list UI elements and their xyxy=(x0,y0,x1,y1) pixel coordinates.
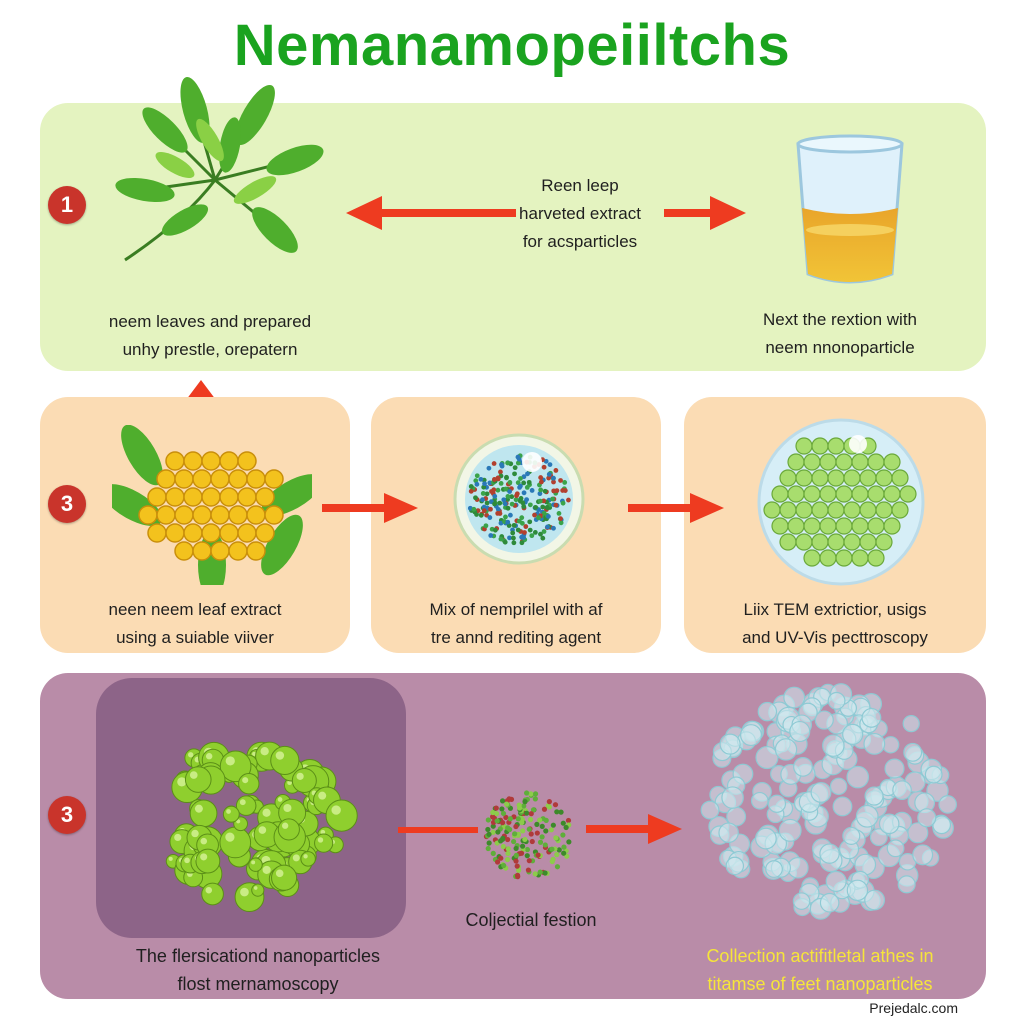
collection-caption: Collection actifitletal athes in titamse… xyxy=(706,946,934,994)
arrow-right-2a xyxy=(322,493,418,523)
extract-caption: neen neem leaf extract using a suiable v… xyxy=(108,600,282,647)
step-1-badge: 1 xyxy=(48,186,86,224)
arrow-left xyxy=(346,196,516,230)
colloid-cluster-icon xyxy=(483,790,572,880)
beaker-caption: Next the rextion with neem nnonoparticle xyxy=(762,310,917,357)
watermark: Prejedalc.com xyxy=(865,1000,962,1016)
arrow-right xyxy=(664,196,746,230)
green-nanoparticle-cluster-icon xyxy=(165,741,358,913)
extract-arrow-label: Reen leep harveted extract for acspartic… xyxy=(519,176,641,251)
leaf-extract-particles-icon xyxy=(112,425,312,585)
center-caption: Coljectial festion xyxy=(465,910,597,930)
step-3-badge: 3 xyxy=(48,796,86,834)
beaker-icon xyxy=(796,134,904,284)
reaction-dish-icon xyxy=(453,433,585,565)
tem-caption: Liix TEM extrictior, usigs and UV-Vis pe… xyxy=(742,600,928,647)
collected-nanoparticles-icon xyxy=(700,683,957,920)
cluster-caption: The flersicationd nanoparticles flost me… xyxy=(135,946,381,994)
arrow-right-3a xyxy=(398,827,478,833)
step-2-badge: 3 xyxy=(48,485,86,523)
arrow-right-2b xyxy=(628,493,724,523)
leaves-caption: neem leaves and prepared unhy prestle, o… xyxy=(108,312,312,359)
mix-caption: Mix of nemprilel with af tre annd rediti… xyxy=(429,600,603,647)
arrow-right-3b xyxy=(586,814,682,844)
page-title: Nemanamopeiiltchs xyxy=(233,13,791,78)
tem-nanoparticles-icon xyxy=(757,418,925,586)
neem-leaves-icon xyxy=(115,77,324,262)
